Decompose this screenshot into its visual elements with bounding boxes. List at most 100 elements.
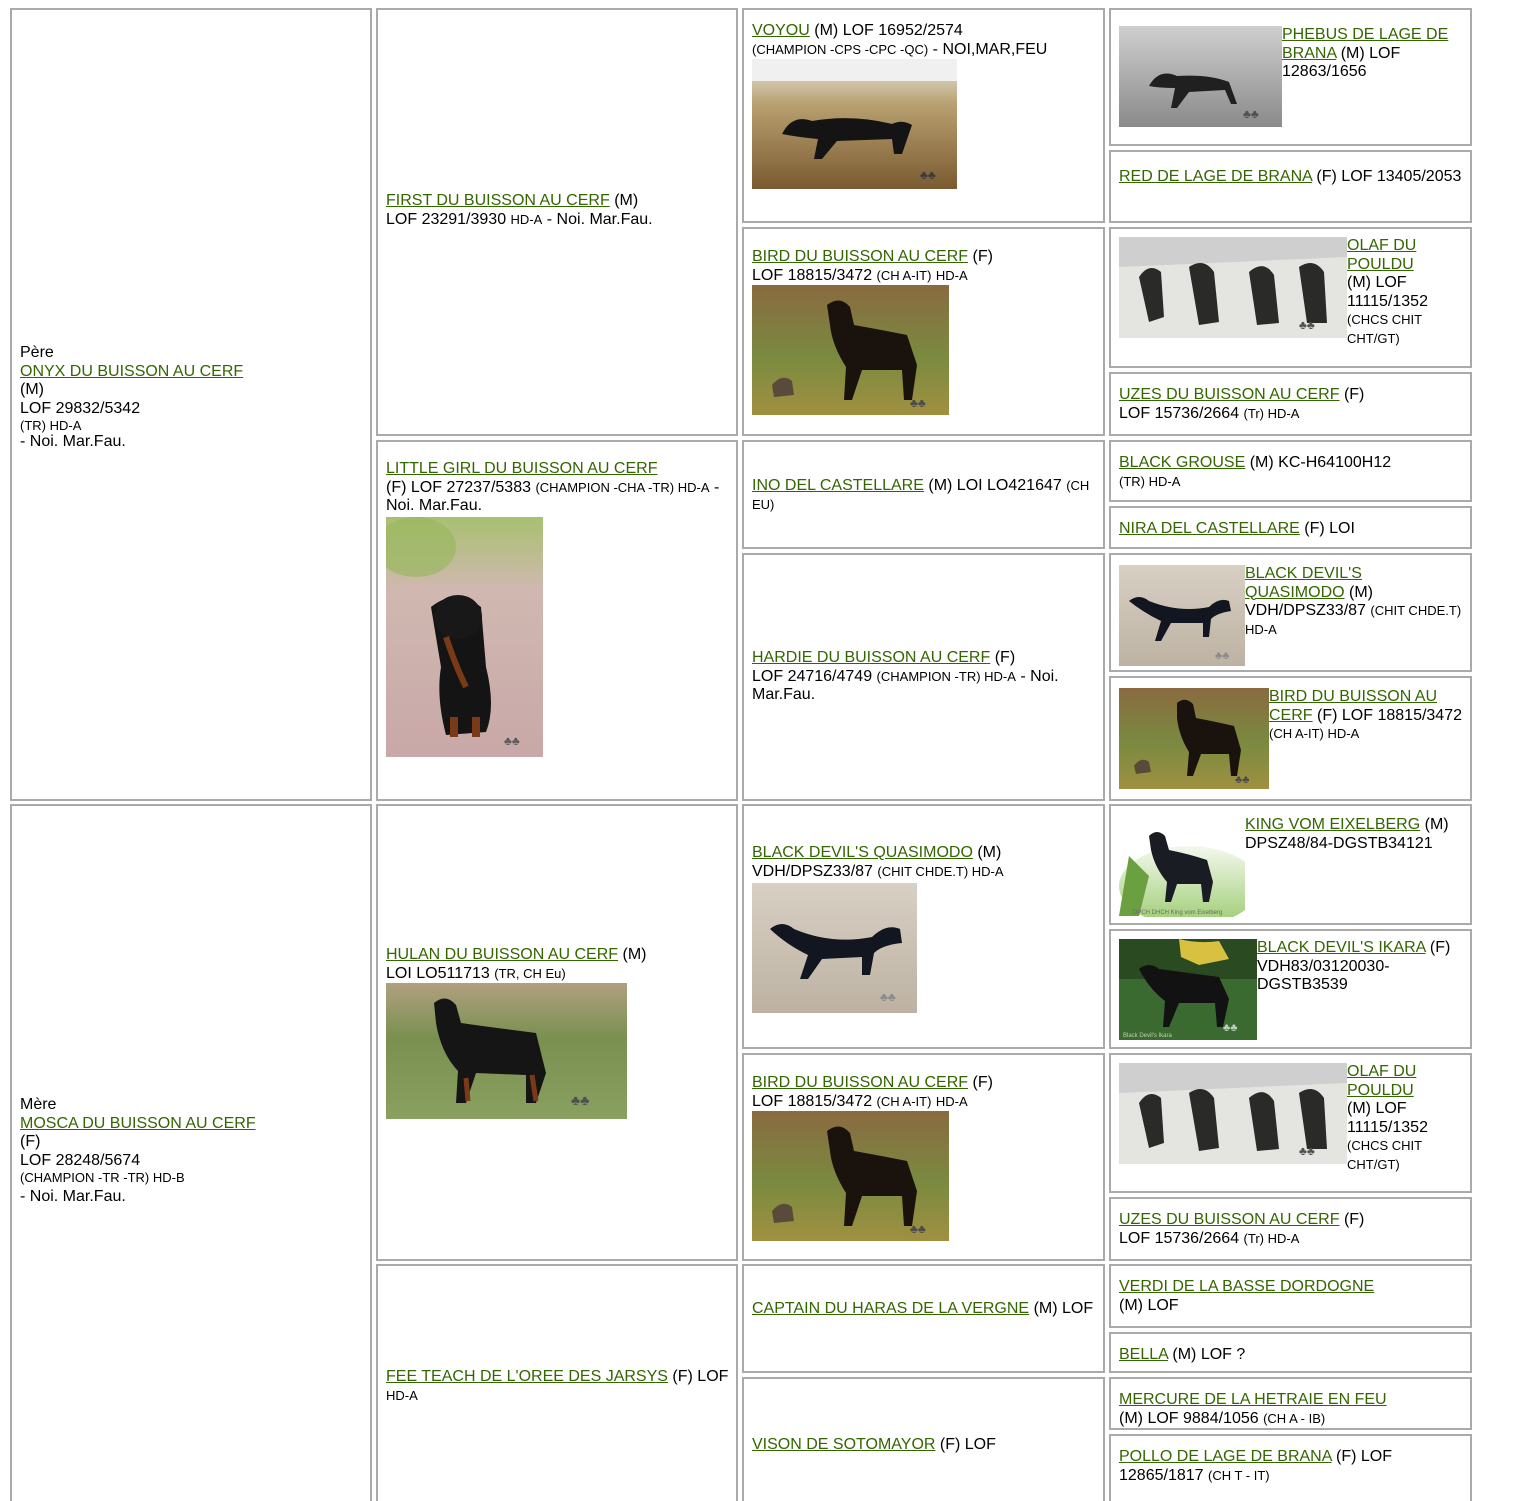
dog-link[interactable]: BIRD DU BUISSON AU CERF: [1269, 688, 1438, 724]
svg-text:Black Devil's Ikara: Black Devil's Ikara: [1123, 1033, 1172, 1039]
svg-text:♣♣: ♣♣: [880, 990, 896, 1004]
dog-link[interactable]: LITTLE GIRL DU BUISSON AU CERF: [386, 460, 658, 477]
ancestor-cell: ♣♣ OLAF DU POULDU (M) LOF 11115/1352 (CH…: [1109, 1053, 1472, 1193]
ancestor-cell: BLACK GROUSE (M) KC-H64100H12 (TR) HD-A: [1109, 440, 1472, 502]
dog-color: - Noi. Mar.Fau.: [546, 210, 653, 228]
grandparent-cell: FIRST DU BUISSON AU CERF (M) LOF 23291/3…: [376, 8, 738, 436]
dog-link[interactable]: BLACK DEVIL'S QUASIMODO: [752, 844, 973, 861]
dog-sex: (F): [20, 1133, 41, 1151]
dog-link[interactable]: RED DE LAGE DE BRANA: [1119, 168, 1312, 185]
great-grandparent-cell: VOYOU (M) LOF 16952/2574 (CHAMPION -CPS …: [742, 8, 1105, 223]
grandparent-cell: HULAN DU BUISSON AU CERF (M) LOI LO51171…: [376, 804, 738, 1261]
dog-titles: (CHAMPION -TR) HD-A: [876, 668, 1016, 684]
dog-link[interactable]: OLAF DU POULDU: [1347, 1063, 1417, 1099]
dog-reg: LOF 16952/2574: [842, 22, 963, 39]
dog-sex: (M): [622, 946, 647, 963]
ancestor-cell: RED DE LAGE DE BRANA (F) LOF 13405/2053: [1109, 150, 1472, 223]
dog-link[interactable]: FEE TEACH DE L'OREE DES JARSYS: [386, 1368, 668, 1385]
dog-link[interactable]: VISON DE SOTOMAYOR: [752, 1436, 936, 1453]
dog-link[interactable]: BLACK GROUSE: [1119, 454, 1246, 471]
dog-link[interactable]: INO DEL CASTELLARE: [752, 477, 924, 494]
dog-reg: LOF 13405/2053: [1341, 168, 1462, 185]
dog-link[interactable]: PHEBUS DE LAGE DE BRANA: [1282, 26, 1449, 62]
ancestor-cell: UZES DU BUISSON AU CERF (F) LOF 15736/26…: [1109, 372, 1472, 436]
dog-reg: LOF 11115/1352: [1347, 274, 1428, 310]
svg-text:♣♣: ♣♣: [571, 1092, 589, 1108]
ancestor-cell: ♣♣ BLACK DEVIL'S QUASIMODO (M) VDH/DPSZ3…: [1109, 553, 1472, 672]
dog-reg: LOF 18815/3472: [752, 266, 873, 284]
parent-cell-mother: Mère MOSCA DU BUISSON AU CERF (F) LOF 28…: [10, 804, 372, 1501]
dog-reg: LOF: [1360, 1448, 1392, 1465]
dog-reg: LOF 29832/5342: [20, 399, 141, 417]
dog-link[interactable]: HARDIE DU BUISSON AU CERF: [752, 649, 991, 666]
dog-link[interactable]: MERCURE DE LA HETRAIE EN FEU: [1119, 1391, 1387, 1408]
dog-link[interactable]: VOYOU: [752, 22, 810, 39]
dog-link[interactable]: ONYX DU BUISSON AU CERF: [20, 362, 244, 380]
dog-titles: (CHAMPION -CPS -CPC -QC): [752, 41, 929, 57]
dog-reg: LOF 15736/2664: [1119, 404, 1240, 422]
dog-sex: (F): [1335, 1448, 1357, 1465]
dog-sex: (M): [814, 22, 839, 39]
dog-reg: LOF 9884/1056: [1147, 1409, 1259, 1427]
dog-link[interactable]: BIRD DU BUISSON AU CERF: [752, 248, 969, 265]
ancestor-cell: DPCH DHCH King vom Eixelberg KING VOM EI…: [1109, 804, 1472, 925]
dog-titles: (Tr) HD-A: [1243, 1230, 1300, 1246]
dog-link[interactable]: BIRD DU BUISSON AU CERF: [752, 1074, 969, 1091]
dog-reg: LOF 18815/3472: [1341, 706, 1462, 724]
dog-titles: (CH A-IT) HD-A: [1269, 726, 1360, 742]
svg-text:♣♣: ♣♣: [910, 396, 926, 410]
dog-reg: LOF 24716/4749: [752, 667, 873, 685]
great-grandparent-cell: BLACK DEVIL'S QUASIMODO (M) VDH/DPSZ33/8…: [742, 804, 1105, 1049]
dog-titles: (CHIT CHDE.T) HD-A: [877, 863, 1004, 879]
dog-titles: (TR) HD-A: [20, 418, 82, 434]
dog-reg: VDH/DPSZ33/87: [1245, 602, 1366, 620]
dog-reg: LOF 27237/5383: [410, 478, 531, 496]
dog-sex: (M): [977, 844, 1002, 861]
dog-link[interactable]: UZES DU BUISSON AU CERF: [1119, 386, 1340, 403]
dog-photo: ♣♣: [752, 883, 917, 1014]
dog-link[interactable]: UZES DU BUISSON AU CERF: [1119, 1211, 1340, 1228]
svg-text:♣♣: ♣♣: [910, 1222, 926, 1236]
dog-link[interactable]: OLAF DU POULDU: [1347, 237, 1417, 273]
ancestor-cell: ♣♣ BIRD DU BUISSON AU CERF (F) LOF 18815…: [1109, 676, 1472, 801]
grandparent-cell: LITTLE GIRL DU BUISSON AU CERF (F) LOF 2…: [376, 440, 738, 801]
dog-titles: (CH A - IB): [1263, 1410, 1326, 1426]
dog-photo: ♣♣: [1119, 1063, 1347, 1164]
dog-titles: (CH T - IT): [1207, 1467, 1270, 1483]
svg-text:♣♣: ♣♣: [1299, 1144, 1315, 1158]
svg-text:♣♣: ♣♣: [504, 734, 520, 748]
dog-photo: ♣♣: [752, 59, 957, 190]
great-grandparent-cell: BIRD DU BUISSON AU CERF (F) LOF 18815/34…: [742, 227, 1105, 436]
dog-link[interactable]: VERDI DE LA BASSE DORDOGNE: [1119, 1278, 1375, 1295]
dog-color: - Noi. Mar.Fau.: [20, 433, 126, 451]
dog-link[interactable]: KING VOM EIXELBERG: [1245, 816, 1421, 833]
dog-link[interactable]: BLACK DEVIL'S IKARA: [1257, 939, 1426, 956]
dog-link[interactable]: BLACK DEVIL'S QUASIMODO: [1245, 565, 1362, 601]
dog-sex: (M): [20, 381, 44, 399]
dog-sex: (F): [1343, 386, 1365, 403]
dog-link[interactable]: BELLA: [1119, 1346, 1168, 1363]
dog-sex: (M): [1119, 1409, 1143, 1427]
dog-titles: (CHCS CHIT CHT/GT): [1347, 1138, 1422, 1172]
dog-titles: (CHAMPION -CHA -TR) HD-A: [535, 479, 710, 495]
dog-link[interactable]: NIRA DEL CASTELLARE: [1119, 520, 1300, 537]
dog-photo: ♣♣: [1119, 26, 1282, 127]
dog-titles: (CH EU): [752, 478, 1090, 512]
dog-link[interactable]: MOSCA DU BUISSON AU CERF: [20, 1114, 256, 1132]
dog-titles: (Tr) HD-A: [1243, 405, 1300, 421]
grandparent-cell: FEE TEACH DE L'OREE DES JARSYS (F) LOF H…: [376, 1264, 738, 1501]
dog-link[interactable]: HULAN DU BUISSON AU CERF: [386, 946, 619, 963]
dog-photo: ♣♣: [386, 983, 627, 1120]
dog-sex: (F): [386, 478, 407, 496]
role-label: Mère: [20, 1096, 57, 1113]
svg-text:♣♣: ♣♣: [920, 168, 936, 182]
dog-link[interactable]: FIRST DU BUISSON AU CERF: [386, 192, 610, 209]
dog-link[interactable]: CAPTAIN DU HARAS DE LA VERGNE: [752, 1300, 1030, 1317]
dog-sex: (F): [1317, 706, 1338, 724]
dog-photo: ♣♣: [752, 285, 949, 416]
dog-reg: LOF 15736/2664: [1119, 1229, 1240, 1247]
dog-hd: HD-A: [935, 267, 968, 283]
dog-link[interactable]: POLLO DE LAGE DE BRANA: [1119, 1448, 1332, 1465]
dog-reg: LOF ?: [1200, 1346, 1246, 1363]
ancestor-cell: POLLO DE LAGE DE BRANA (F) LOF 12865/181…: [1109, 1434, 1472, 1501]
